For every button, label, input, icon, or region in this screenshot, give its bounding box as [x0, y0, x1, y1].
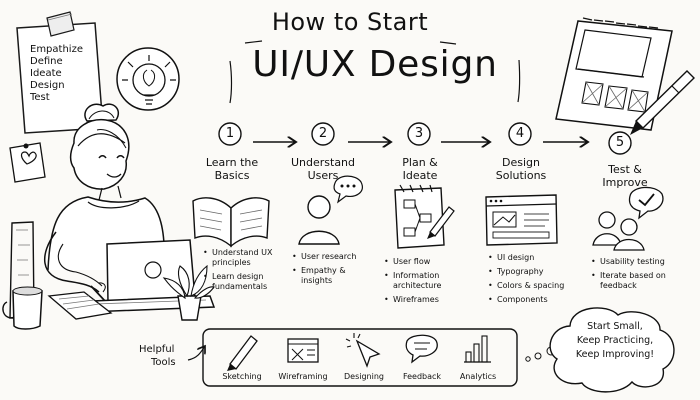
speech-bubble-icon: [405, 334, 438, 364]
mug-illustration: [2, 286, 43, 330]
tool-sketching: Sketching: [222, 372, 262, 381]
bullet-item: Understand UX principles: [203, 248, 283, 268]
closing-line: Keep Improving!: [575, 349, 655, 360]
tool-designing: Designing: [344, 372, 384, 381]
user-speech-icon: [298, 175, 363, 245]
bullet-item: Empathy & insights: [292, 266, 362, 286]
helpful-tools-label-line: Helpful: [139, 344, 175, 355]
bullet-item: Information architecture: [384, 271, 462, 291]
pencil-icon: [227, 335, 258, 371]
sticky-note-text: Empathize Define Ideate Design Test: [30, 44, 83, 104]
step-label-line: Improve: [602, 176, 648, 189]
lightbulb-icon: [116, 47, 180, 111]
bullet-item: Usability testing: [591, 257, 677, 267]
step-bullets: User research Empathy & insights: [292, 252, 362, 290]
helpful-tools-label: Helpful Tools: [139, 343, 176, 369]
bullet-item: Iterate based on feedback: [591, 271, 677, 291]
step-label-line: Users: [307, 169, 339, 182]
pen-illustration: [630, 70, 695, 135]
step-label-line: Solutions: [495, 169, 547, 182]
bar-chart-icon: [464, 335, 491, 363]
bullet-item: User research: [292, 252, 362, 262]
step-bullets: Understand UX principles Learn design fu…: [203, 248, 283, 296]
step-label-line: Plan &: [402, 156, 438, 169]
wireframe-window-icon: [287, 338, 319, 363]
heart-icon: [9, 142, 46, 183]
bullet-item: Colors & spacing: [488, 281, 566, 291]
closing-line: Start Small,: [587, 321, 643, 332]
tool-analytics: Analytics: [459, 372, 497, 381]
helpful-tools-label-line: Tools: [151, 357, 176, 368]
step-number: 3: [414, 126, 424, 141]
step-number: 5: [615, 135, 625, 150]
tool-wireframing: Wireframing: [278, 372, 328, 381]
title-line-1: How to Start: [271, 8, 429, 36]
bullet-item: UI design: [488, 253, 566, 263]
closing-message: Start Small, Keep Practicing, Keep Impro…: [560, 320, 670, 362]
users-check-icon: [592, 186, 664, 251]
step-label: Design Solutions: [496, 156, 547, 182]
step-number: 4: [515, 126, 525, 141]
bullet-item: Learn design fundamentals: [203, 272, 283, 292]
note-line: Design: [30, 80, 65, 91]
note-line: Empathize: [30, 44, 83, 55]
step-label: Plan & Ideate: [402, 156, 437, 182]
bullet-item: Typography: [488, 267, 566, 277]
step-label: Learn the Basics: [206, 156, 258, 182]
step-label-line: Test &: [608, 163, 642, 176]
tool-feedback: Feedback: [402, 372, 442, 381]
step-number: 1: [225, 126, 235, 141]
step-label-line: Design: [502, 156, 540, 169]
cursor-click-icon: [345, 333, 381, 368]
clipboard-flow-icon: [394, 184, 455, 249]
closing-line: Keep Practicing,: [576, 335, 654, 346]
bullet-item: Components: [488, 295, 566, 305]
wireframe-notebook-illustration: [555, 17, 673, 131]
step-label-line: Ideate: [402, 169, 438, 182]
browser-wireframe-icon: [485, 194, 558, 246]
step-label: Understand Users: [291, 156, 355, 182]
open-book-icon: [192, 197, 270, 248]
step-label: Test & Improve: [602, 163, 647, 189]
step-bullets: User flow Information architecture Wiref…: [384, 257, 462, 309]
step-bullets: Usability testing Iterate based on feedb…: [591, 257, 677, 295]
step-bullets: UI design Typography Colors & spacing Co…: [488, 253, 566, 309]
note-line: Ideate: [30, 68, 62, 79]
note-line: Test: [30, 92, 50, 103]
step-label-line: Understand: [290, 156, 356, 169]
step-label-line: Learn the: [205, 156, 259, 169]
page-title: UI/UX Design: [252, 44, 498, 85]
closing-thought-cloud: [525, 307, 675, 393]
notebook-illustration: [47, 291, 113, 320]
bullet-item: User flow: [384, 257, 462, 267]
note-line: Define: [30, 56, 63, 67]
step-number: 2: [318, 126, 328, 141]
tools-frame: [202, 328, 518, 387]
bullet-item: Wireframes: [384, 295, 462, 305]
step-label-line: Basics: [214, 169, 250, 182]
